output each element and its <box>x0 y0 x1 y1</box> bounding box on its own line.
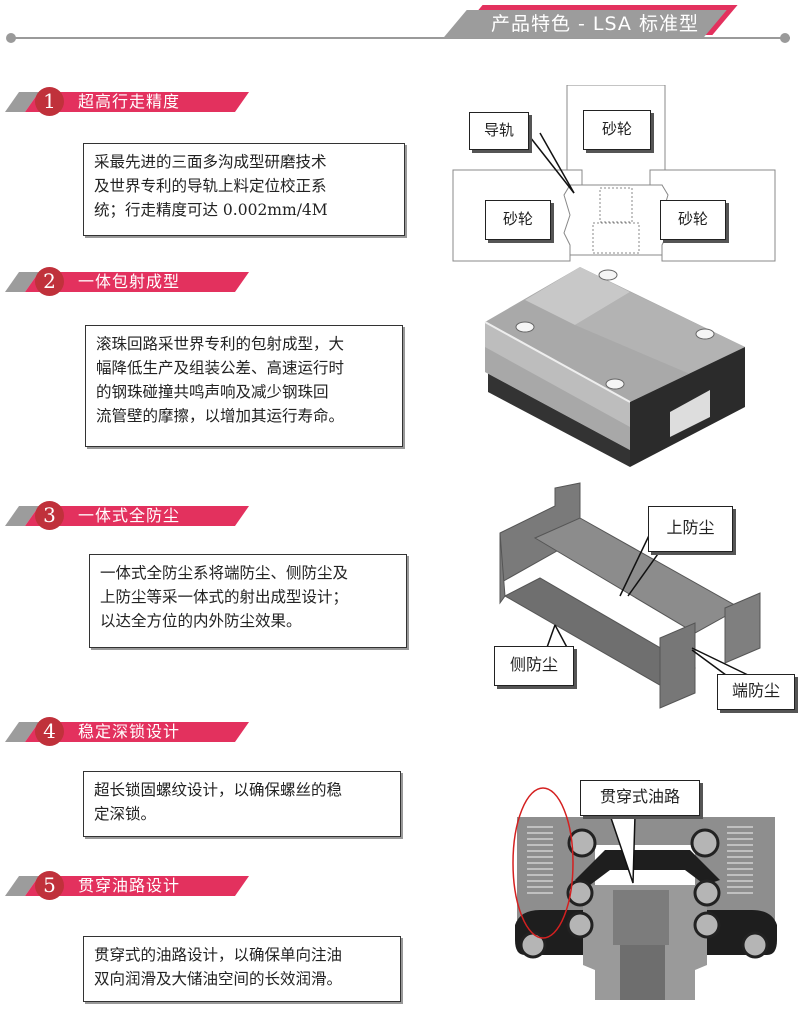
text-line: 一体式全防尘系将端防尘、侧防尘及 <box>100 564 349 582</box>
header-divider-line <box>10 37 790 39</box>
text-line: 贯穿式的油路设计，以确保单向注油 <box>94 946 343 964</box>
text-line: 以达全方位的内外防尘效果。 <box>100 612 302 630</box>
text-line: 流管壁的摩擦，以增加其运行寿命。 <box>96 407 345 425</box>
end-dust-seal-callout: 端防尘 <box>717 674 795 710</box>
section-3-description: 一体式全防尘系将端防尘、侧防尘及 上防尘等采一体式的射出成型设计； 以达全方位的… <box>89 554 407 648</box>
section-title: 贯穿油路设计 <box>78 876 181 895</box>
text-line: 的钢珠碰撞共鸣声响及减少钢珠回 <box>96 383 329 401</box>
section-header-4: 4 稳定深锁设计 <box>0 712 260 752</box>
section-header-1: 1 超高行走精度 <box>0 82 260 122</box>
section-number-badge: 4 <box>35 717 64 746</box>
section-number-badge: 5 <box>35 871 64 900</box>
section-number-badge: 1 <box>35 87 64 116</box>
section-header-5: 5 贯穿油路设计 <box>0 866 260 906</box>
section-5-description: 贯穿式的油路设计，以确保单向注油 双向润滑及大储油空间的长效润滑。 <box>83 936 401 1002</box>
header-right-dot <box>780 33 790 43</box>
text-line: 滚珠回路采世界专利的包射成型，大 <box>96 335 345 353</box>
side-dust-seal-callout: 侧防尘 <box>494 646 574 686</box>
section-title: 一体包射成型 <box>78 272 181 291</box>
section-number-badge: 3 <box>35 501 64 530</box>
section-header-3: 3 一体式全防尘 <box>0 496 260 536</box>
top-dust-seal-callout: 上防尘 <box>648 506 733 552</box>
oil-path-callout: 贯穿式油路 <box>580 780 700 816</box>
section-header-2: 2 一体包射成型 <box>0 262 260 302</box>
wheel-right-callout: 砂轮 <box>660 200 726 240</box>
section-title: 稳定深锁设计 <box>78 722 181 741</box>
section-2-description: 滚珠回路采世界专利的包射成型，大 幅降低生产及组装公差、高速运行时 的钢珠碰撞共… <box>85 325 403 447</box>
text-line: 幅降低生产及组装公差、高速运行时 <box>96 359 345 377</box>
header-left-dot <box>6 33 16 43</box>
text-line: 上防尘等采一体式的射出成型设计； <box>100 588 349 606</box>
section-title: 超高行走精度 <box>78 92 181 111</box>
dust-seal-render: 上防尘 侧防尘 端防尘 <box>480 478 800 710</box>
rail-callout: 导轨 <box>469 112 529 150</box>
text-line: 双向润滑及大储油空间的长效润滑。 <box>94 970 343 988</box>
section-number-badge: 2 <box>35 267 64 296</box>
wheel-left-callout: 砂轮 <box>485 200 551 240</box>
text-line: 定深锁。 <box>94 805 157 823</box>
grinding-diagram: 导轨 砂轮 砂轮 砂轮 <box>450 84 780 265</box>
section-1-description: 采最先进的三面多沟成型研磨技术 及世界专利的导轨上料定位校正系 统；行走精度可达… <box>83 143 405 236</box>
page-title: 产品特色 - LSA 标准型 <box>491 13 699 35</box>
linear-block-render <box>480 262 750 472</box>
section-4-description: 超长锁固螺纹设计，以确保螺丝的稳 定深锁。 <box>83 771 401 837</box>
text-line: 及世界专利的导轨上料定位校正系 <box>94 177 327 195</box>
text-line: 统；行走精度可达 0.002mm/4M <box>94 201 328 219</box>
text-line: 超长锁固螺纹设计，以确保螺丝的稳 <box>94 781 343 799</box>
section-title: 一体式全防尘 <box>78 506 181 525</box>
wheel-top-callout: 砂轮 <box>583 110 651 150</box>
text-line: 采最先进的三面多沟成型研磨技术 <box>94 153 327 171</box>
cross-section-render: 贯穿式油路 <box>495 775 795 1007</box>
